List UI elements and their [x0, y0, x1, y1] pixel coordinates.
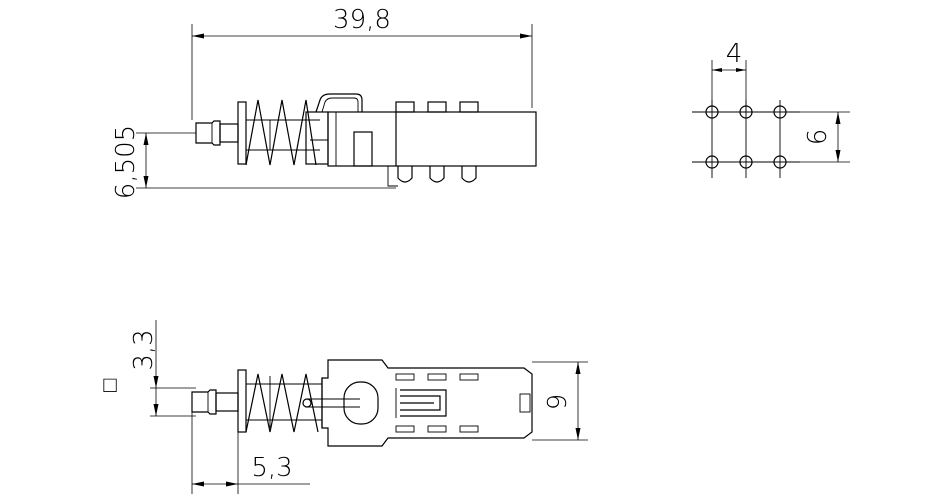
- top-spring: [245, 373, 319, 433]
- dim-plunger-square: 3,3 □: [103, 320, 196, 417]
- side-pin-3: [461, 166, 477, 183]
- top-view: [191, 359, 533, 447]
- dim-label-9: 9: [543, 394, 573, 411]
- side-view: [195, 93, 537, 187]
- top-plunger: [191, 389, 217, 415]
- pcb-hole: [739, 105, 753, 119]
- dim-label-6: 6: [803, 129, 833, 146]
- top-slot: [343, 381, 379, 425]
- top-flange: [237, 369, 247, 433]
- side-housing: [327, 111, 537, 167]
- dim-label-5-3: 5,3: [251, 453, 292, 483]
- dim-label-39-8: 39,8: [333, 5, 391, 35]
- pcb-hole: [705, 105, 719, 119]
- side-pin-1: [397, 166, 413, 183]
- dim-plunger-length: 5,3: [191, 412, 310, 494]
- pcb-layout: 4 6: [692, 39, 850, 178]
- square-symbol-icon: □: [103, 373, 116, 398]
- side-pin-2: [429, 166, 445, 183]
- side-flange: [237, 101, 247, 165]
- dim-label-4: 4: [726, 39, 743, 69]
- side-plunger: [195, 120, 221, 146]
- dim-label-6-505: 6,505: [111, 125, 141, 199]
- dim-side-offset: 6,505: [111, 125, 396, 199]
- dim-overall-length: 39,8: [191, 5, 533, 120]
- top-housing: [321, 359, 533, 447]
- pcb-hole: [739, 155, 753, 169]
- side-spring: [245, 99, 317, 166]
- pcb-hole: [705, 155, 719, 169]
- pcb-hole: [773, 105, 787, 119]
- dim-body-width: 9: [532, 361, 588, 441]
- dim-label-3-3: 3,3: [129, 329, 159, 370]
- top-contact: [400, 389, 447, 417]
- pcb-hole: [773, 155, 787, 169]
- side-bracket: [315, 93, 363, 113]
